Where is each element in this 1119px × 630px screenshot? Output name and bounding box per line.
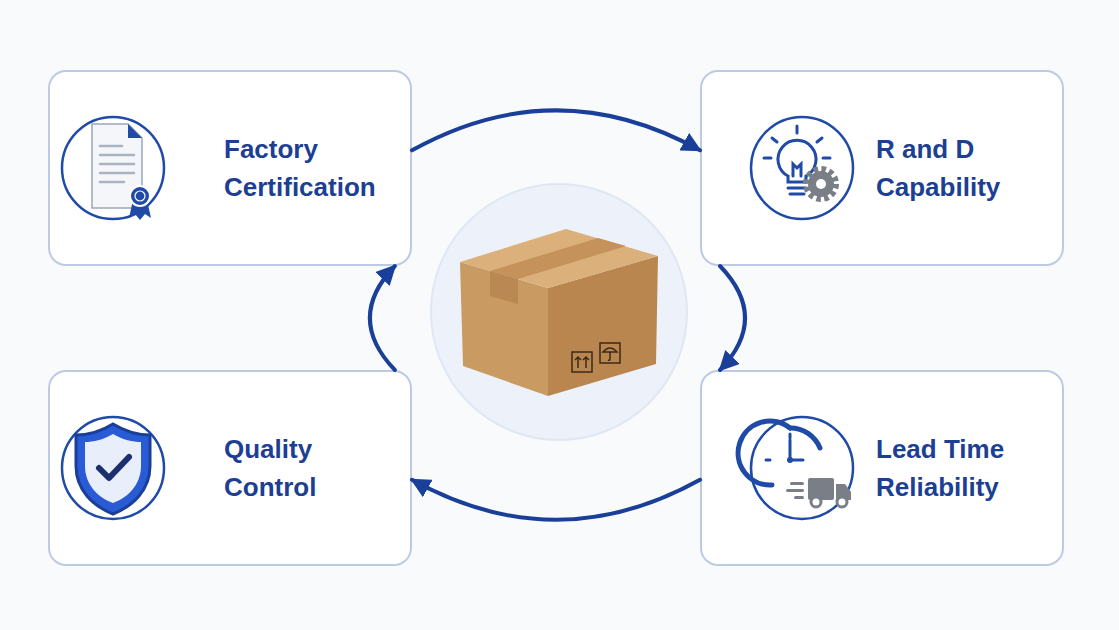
cycle-arrow — [370, 266, 395, 370]
feature-box: Factory Certification — [48, 70, 412, 266]
feature-box: Quality Control — [48, 370, 412, 566]
center-package — [431, 184, 687, 440]
feature-box: R and D Capability — [700, 70, 1064, 266]
box-label: Lead Time Reliability — [876, 430, 1054, 506]
feature-box: Lead Time Reliability — [700, 370, 1064, 566]
box-label: Quality Control — [224, 430, 402, 506]
cycle-arrow — [720, 266, 745, 370]
cycle-arrow — [412, 480, 700, 520]
box-label: Factory Certification — [224, 130, 402, 206]
box-label: R and D Capability — [876, 130, 1054, 206]
cycle-arrow — [412, 110, 700, 150]
